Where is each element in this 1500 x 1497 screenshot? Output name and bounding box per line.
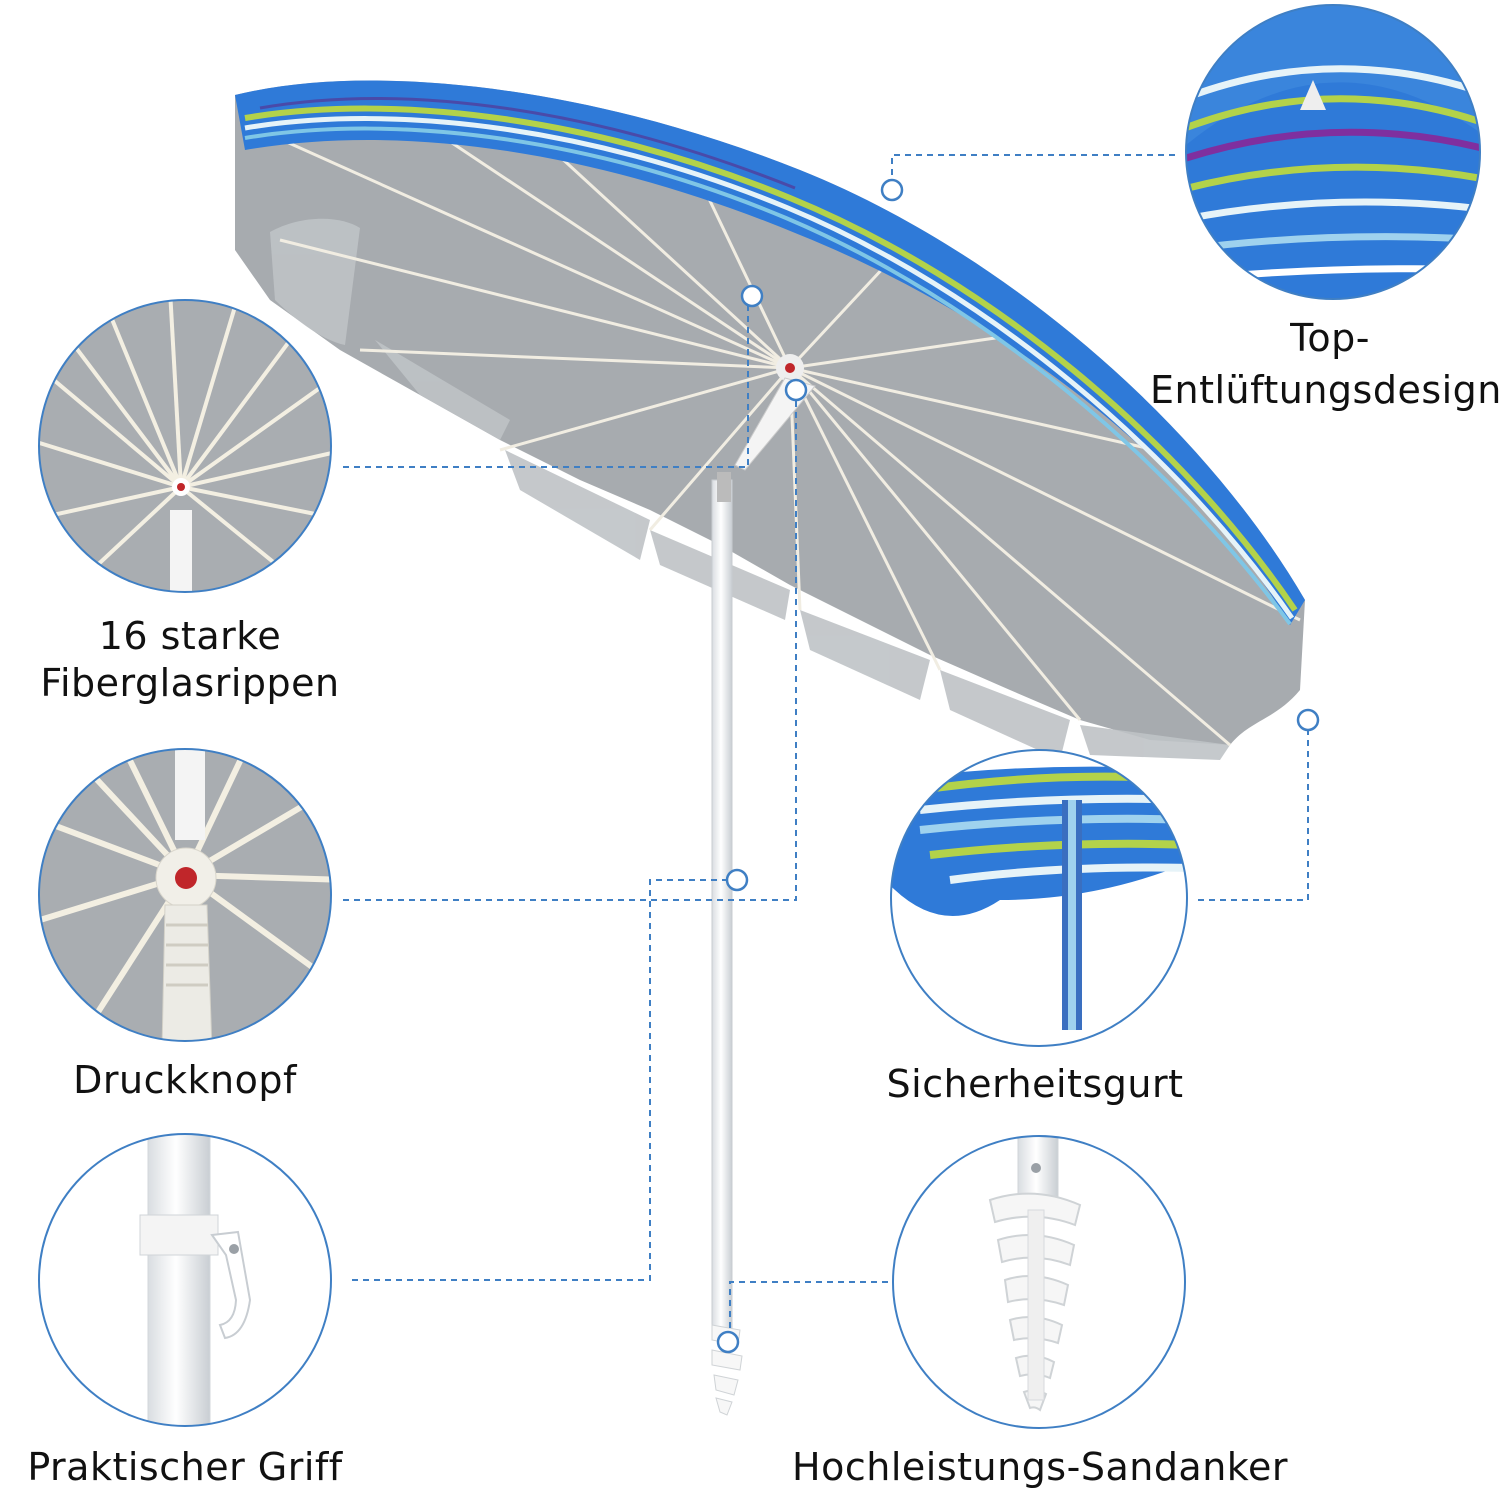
ribs-label-line2: Fiberglasrippen (40, 661, 340, 705)
sand-anchor-label: Hochleistungs-Sandanker (792, 1445, 1288, 1489)
connector-lines (343, 154, 1309, 1340)
ribs-label-line1: 16 starke (98, 614, 282, 658)
callout-ribs (38, 299, 332, 593)
handle-label: Praktischer Griff (27, 1445, 343, 1489)
safety-strap-label: Sicherheitsgurt (886, 1062, 1184, 1106)
callout-handle (38, 1133, 332, 1427)
connector-markers (716, 178, 1320, 1354)
callout-push-button (38, 748, 332, 1042)
callout-safety-strap (890, 749, 1188, 1047)
umbrella-pole (711, 479, 733, 1341)
umbrella-illustration (235, 80, 1305, 1416)
callout-top-vent (1185, 4, 1481, 300)
vent-label-line2: Entlüftungsdesign (1150, 368, 1500, 412)
callout-sand-anchor (892, 1135, 1186, 1429)
push-button-label: Druckknopf (73, 1058, 297, 1102)
vent-label-line1: Top- (1290, 316, 1370, 360)
